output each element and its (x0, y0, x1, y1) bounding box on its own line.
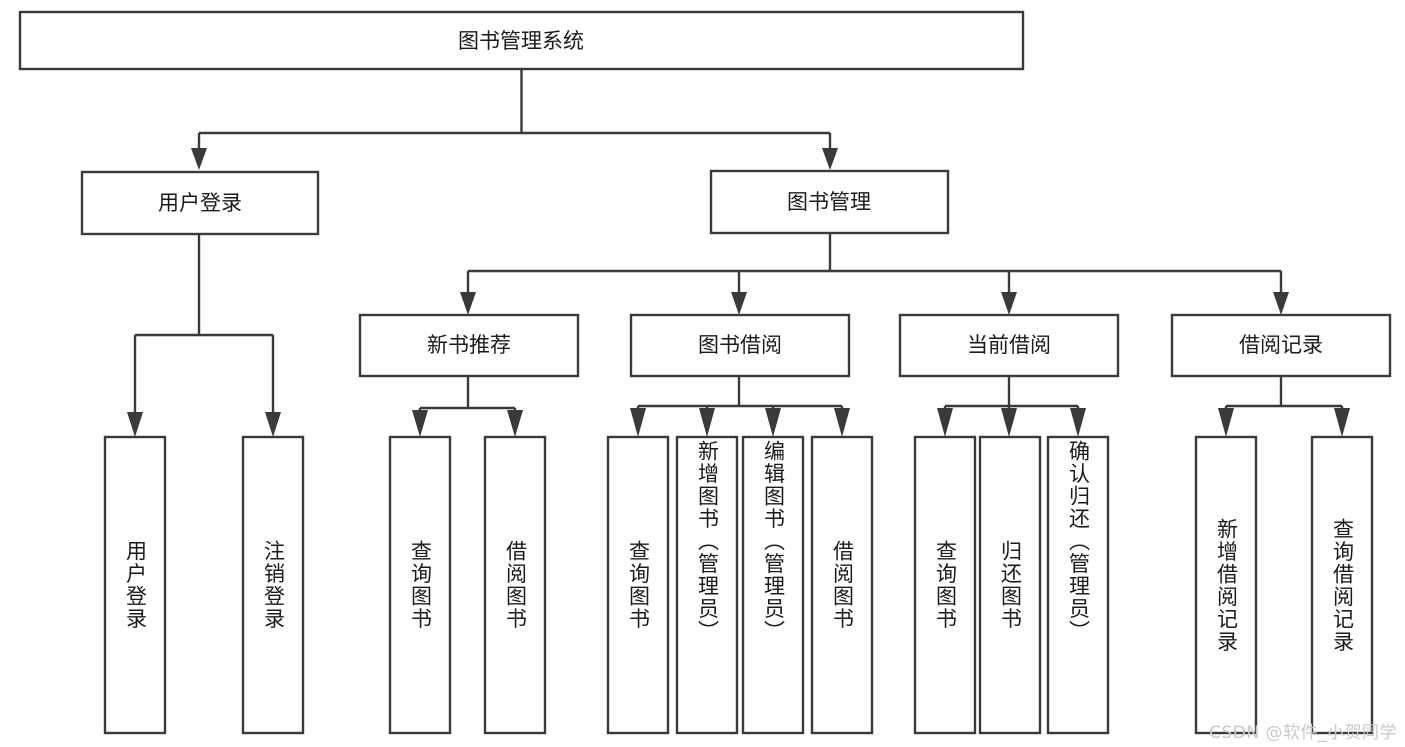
node-new-book-recommend[interactable]: 新书推荐 (358, 313, 580, 378)
node-user-login-label: 用户登录 (158, 191, 242, 215)
leaf-node-logout[interactable]: 注销登录 (241, 435, 305, 735)
leaf-node-cb-return-book[interactable]: 归还图书 (978, 435, 1042, 735)
arrowhead-newbook (460, 292, 476, 315)
leaf-node-nb-borrow-book[interactable]: 借阅图书 (483, 435, 547, 735)
leaf-node-nb-borrow-book-textwrap: 借阅图书 (503, 540, 528, 630)
node-book-borrow-box[interactable] (629, 313, 851, 378)
arrowhead-cb-leaf3 (1070, 408, 1086, 437)
leaf-node-cb-confirm-return[interactable]: 确认归还（管理员） (1046, 435, 1110, 735)
leaf-node-cb-confirm-return-box[interactable] (1046, 435, 1110, 735)
leaf-node-nb-query-book-box[interactable] (388, 435, 452, 735)
leaf-node-cb-query-book-label: 查询图书 (933, 540, 958, 630)
leaf-node-cb-confirm-return-textwrap: 确认归还（管理员） (1066, 440, 1091, 643)
leaf-node-user-login-textwrap: 用户登录 (123, 540, 148, 630)
leaf-node-logout-label: 注销登录 (261, 540, 286, 630)
leaf-node-user-login-box[interactable] (103, 435, 167, 735)
node-current-borrow-label: 当前借阅 (967, 333, 1051, 357)
arrowhead-cb-leaf1 (937, 408, 953, 437)
arrowhead-userlogin (191, 148, 207, 170)
leaf-node-nb-query-book[interactable]: 查询图书 (388, 435, 452, 735)
leaf-node-bb-query-book-label: 查询图书 (626, 540, 651, 630)
leaf-node-bb-query-book-textwrap: 查询图书 (626, 540, 651, 630)
node-user-login[interactable]: 用户登录 (80, 170, 320, 236)
arrowhead-cb-leaf2 (1001, 408, 1017, 437)
node-new-book-recommend-box[interactable] (358, 313, 580, 378)
leaf-node-bb-add-book[interactable]: 新增图书（管理员） (675, 435, 739, 735)
leaf-node-bb-query-book[interactable]: 查询图书 (606, 435, 670, 735)
node-new-book-recommend-label: 新书推荐 (427, 333, 511, 357)
node-root-box[interactable] (18, 10, 1025, 71)
leaf-node-bb-edit-book-box[interactable] (741, 435, 805, 735)
connector-layer (127, 69, 1350, 437)
node-root-label: 图书管理系统 (458, 29, 584, 53)
leaf-node-nb-borrow-book-label: 借阅图书 (503, 540, 528, 630)
node-book-management-box[interactable] (709, 169, 950, 235)
node-root[interactable]: 图书管理系统 (18, 10, 1025, 71)
leaf-node-cb-return-book-textwrap: 归还图书 (998, 540, 1023, 630)
arrowhead-nb-leaf2 (507, 410, 523, 437)
leaf-node-bb-edit-book[interactable]: 编辑图书（管理员） (741, 435, 805, 735)
node-borrow-record-box[interactable] (1170, 313, 1392, 378)
leaf-node-bb-borrow-book[interactable]: 借阅图书 (810, 435, 874, 735)
arrowhead-leaf-user-login (127, 412, 143, 437)
node-current-borrow[interactable]: 当前借阅 (898, 313, 1120, 378)
leaf-node-br-query-record-label: 查询借阅记录 (1330, 517, 1355, 653)
node-borrow-record[interactable]: 借阅记录 (1170, 313, 1392, 378)
leaf-node-br-query-record[interactable]: 查询借阅记录 (1310, 435, 1374, 735)
leaf-node-bb-add-book-label: 新增图书（管理员） (695, 440, 720, 643)
arrowhead-bookborrow (731, 292, 747, 315)
leaf-node-bb-borrow-book-label: 借阅图书 (830, 540, 855, 630)
arrowhead-bb-leaf2 (699, 408, 715, 437)
leaf-node-nb-borrow-book-box[interactable] (483, 435, 547, 735)
node-current-borrow-box[interactable] (898, 313, 1120, 378)
node-borrow-record-label: 借阅记录 (1239, 333, 1323, 357)
node-book-borrow-label: 图书借阅 (698, 333, 782, 357)
node-book-management[interactable]: 图书管理 (709, 169, 950, 235)
leaf-node-cb-query-book[interactable]: 查询图书 (913, 435, 977, 735)
leaf-node-logout-box[interactable] (241, 435, 305, 735)
leaf-node-cb-return-book-label: 归还图书 (998, 540, 1023, 630)
arrowhead-leaf-logout (265, 412, 281, 437)
leaf-node-bb-add-book-box[interactable] (675, 435, 739, 735)
arrowhead-br-leaf1 (1218, 408, 1234, 437)
arrowhead-bb-leaf3 (765, 408, 781, 437)
leaf-node-bb-borrow-book-box[interactable] (810, 435, 874, 735)
leaf-node-logout-textwrap: 注销登录 (261, 540, 286, 630)
arrowhead-bookmgmt (822, 148, 838, 170)
leaf-node-nb-query-book-textwrap: 查询图书 (408, 540, 433, 630)
leaf-node-br-add-record-box[interactable] (1194, 435, 1258, 735)
arrowhead-bb-leaf1 (630, 408, 646, 437)
node-book-management-label: 图书管理 (787, 190, 871, 214)
arrowhead-borrowrecord (1273, 292, 1289, 315)
leaf-node-br-add-record-textwrap: 新增借阅记录 (1214, 517, 1239, 653)
leaf-node-cb-confirm-return-label: 确认归还（管理员） (1066, 440, 1091, 643)
arrowhead-currentborrow (1001, 292, 1017, 315)
csdn-watermark: CSDN @软件_小贺同学 (1209, 723, 1397, 743)
leaf-node-br-add-record[interactable]: 新增借阅记录 (1194, 435, 1258, 735)
node-user-login-box[interactable] (80, 170, 320, 236)
leaf-node-bb-query-book-box[interactable] (606, 435, 670, 735)
arrowhead-bb-leaf4 (834, 408, 850, 437)
leaf-node-user-login[interactable]: 用户登录 (103, 435, 167, 735)
leaf-node-cb-return-book-box[interactable] (978, 435, 1042, 735)
leaf-node-br-query-record-box[interactable] (1310, 435, 1374, 735)
leaf-node-cb-query-book-textwrap: 查询图书 (933, 540, 958, 630)
arrowhead-br-leaf2 (1334, 408, 1350, 437)
leaf-node-user-login-label: 用户登录 (123, 540, 148, 630)
leaf-node-bb-edit-book-label: 编辑图书（管理员） (761, 440, 786, 643)
node-book-borrow[interactable]: 图书借阅 (629, 313, 851, 378)
leaf-node-cb-query-book-box[interactable] (913, 435, 977, 735)
leaf-node-nb-query-book-label: 查询图书 (408, 540, 433, 630)
leaf-node-bb-add-book-textwrap: 新增图书（管理员） (695, 440, 720, 643)
leaf-node-br-query-record-textwrap: 查询借阅记录 (1330, 517, 1355, 653)
leaf-node-bb-edit-book-textwrap: 编辑图书（管理员） (761, 440, 786, 643)
leaf-node-bb-borrow-book-textwrap: 借阅图书 (830, 540, 855, 630)
arrowhead-nb-leaf1 (412, 410, 428, 437)
leaf-node-br-add-record-label: 新增借阅记录 (1214, 517, 1239, 653)
